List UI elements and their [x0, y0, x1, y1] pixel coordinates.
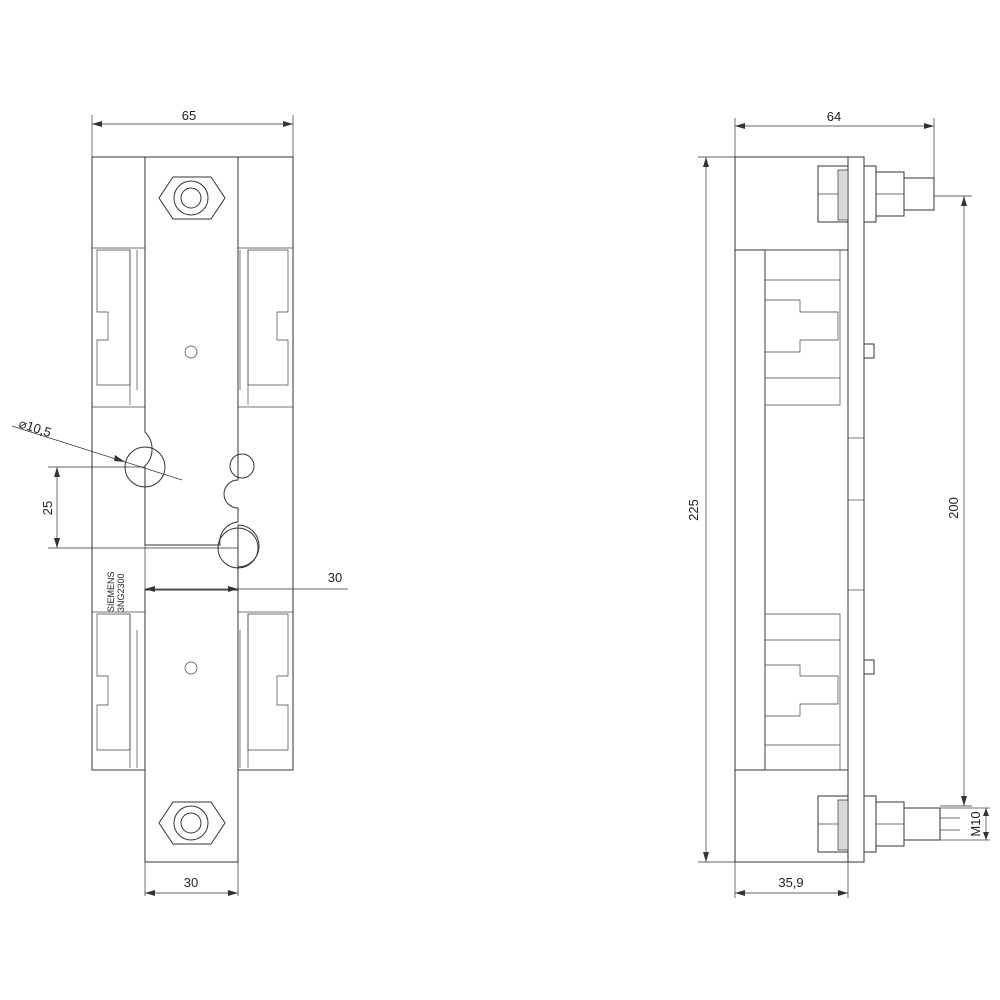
dimension-label: 200 — [946, 497, 961, 519]
dimension-label: 25 — [40, 501, 55, 515]
dimension-label: 65 — [182, 108, 196, 123]
upper-contact-block — [764, 249, 841, 406]
dimension-hole-horizontal-offset: 30 — [144, 488, 348, 598]
dimension-label: 64 — [827, 109, 841, 124]
dimension-overall-width: 65 — [91, 108, 294, 157]
front-view: SIEMENS 3NG2300 65 ⌀10,5 25 — [11, 108, 348, 896]
dimension-label: M10 — [968, 811, 983, 836]
bottom-terminal — [817, 795, 976, 853]
base-upper-block — [734, 156, 849, 251]
dimension-overall-depth: 64 — [734, 109, 935, 178]
dimension-label: 30 — [328, 570, 342, 585]
dimension-thread: M10 — [968, 807, 990, 841]
dimension-label: ⌀10,5 — [17, 416, 53, 441]
dimension-terminal-spacing: 200 — [934, 195, 972, 807]
dimension-terminal-width: 30 — [144, 862, 239, 896]
lower-contact-block — [764, 613, 841, 771]
base-lower-block — [734, 769, 849, 863]
mounting-hole-slot — [229, 453, 255, 479]
bottom-hex-nut — [158, 801, 226, 845]
dimension-base-depth: 35,9 — [734, 862, 849, 898]
upper-right-clip — [239, 249, 289, 405]
upper-busbar — [144, 156, 239, 546]
pin — [863, 343, 875, 359]
dimension-label: 30 — [184, 875, 198, 890]
base-side-wall — [734, 249, 766, 771]
top-terminal — [817, 165, 935, 223]
lower-left-clip — [96, 613, 138, 768]
brand-marking: SIEMENS — [106, 571, 116, 612]
side-view: 64 225 200 M10 — [686, 109, 990, 898]
mounting-dot — [184, 345, 198, 359]
mounting-dot — [184, 661, 198, 675]
pin — [863, 659, 875, 675]
dimension-label: 225 — [686, 499, 701, 521]
lower-busbar — [144, 524, 260, 863]
top-hex-nut — [158, 176, 226, 220]
dimension-overall-height: 225 — [686, 156, 848, 863]
dimension-label: 35,9 — [778, 875, 803, 890]
model-marking: 3NG2300 — [116, 573, 126, 612]
busbar-profile — [847, 156, 865, 863]
upper-left-clip — [96, 249, 138, 405]
dimension-hole-vertical-offset: 25 — [40, 466, 238, 549]
lower-right-clip — [239, 613, 289, 768]
